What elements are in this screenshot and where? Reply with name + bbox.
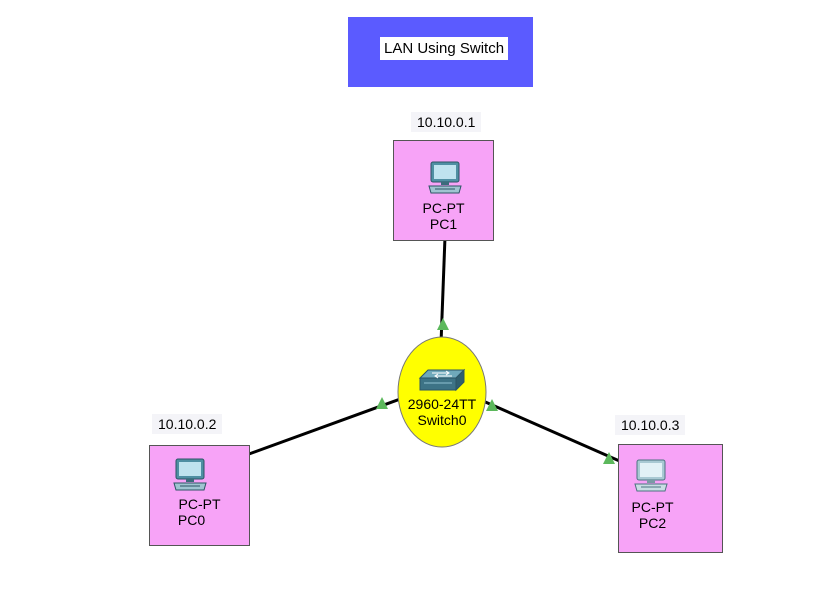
pc1-name: PC1 [429,216,458,232]
pc2-model: PC-PT [631,499,674,515]
switch-ellipse [397,336,487,448]
pc2-name: PC2 [638,515,667,531]
diagram-title: LAN Using Switch [380,37,509,60]
pc0-model: PC-PT [178,496,221,512]
pc1-device[interactable]: PC-PT PC1 [393,140,494,241]
pc0-device[interactable]: PC-PT PC0 [149,445,250,546]
pc2-device[interactable]: PC-PT PC2 [618,444,723,553]
link-status-triangle [603,452,615,464]
link-status-triangle [437,318,449,330]
link-status-triangle [376,397,388,409]
link-status-triangle [486,399,498,411]
title-box: LAN Using Switch [348,17,533,87]
desktop-pc-icon [428,161,462,194]
switch-name: Switch0 [417,412,467,428]
switch-model: 2960-24TT [407,396,477,412]
pc1-model: PC-PT [422,200,465,216]
pc1-ip-label: 10.10.0.1 [411,112,482,132]
pc0-name: PC0 [177,512,206,528]
desktop-pc-icon [634,459,668,492]
pc2-ip-label: 10.10.0.3 [615,415,686,435]
pc0-ip-label: 10.10.0.2 [152,414,223,434]
desktop-pc-icon [173,458,207,491]
network-switch-icon [418,368,466,392]
